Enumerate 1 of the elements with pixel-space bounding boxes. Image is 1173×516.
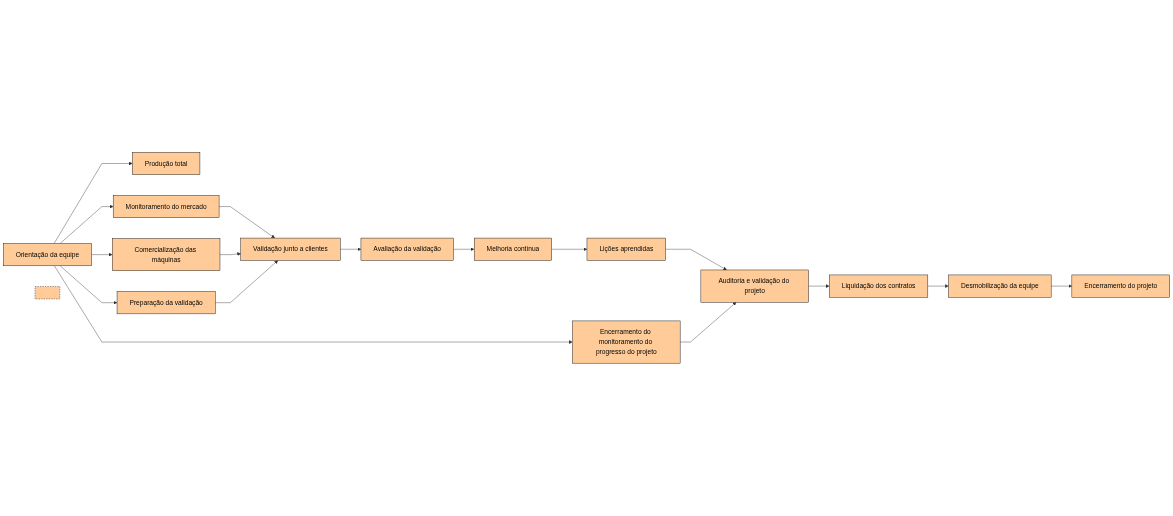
node-box [34,286,61,300]
